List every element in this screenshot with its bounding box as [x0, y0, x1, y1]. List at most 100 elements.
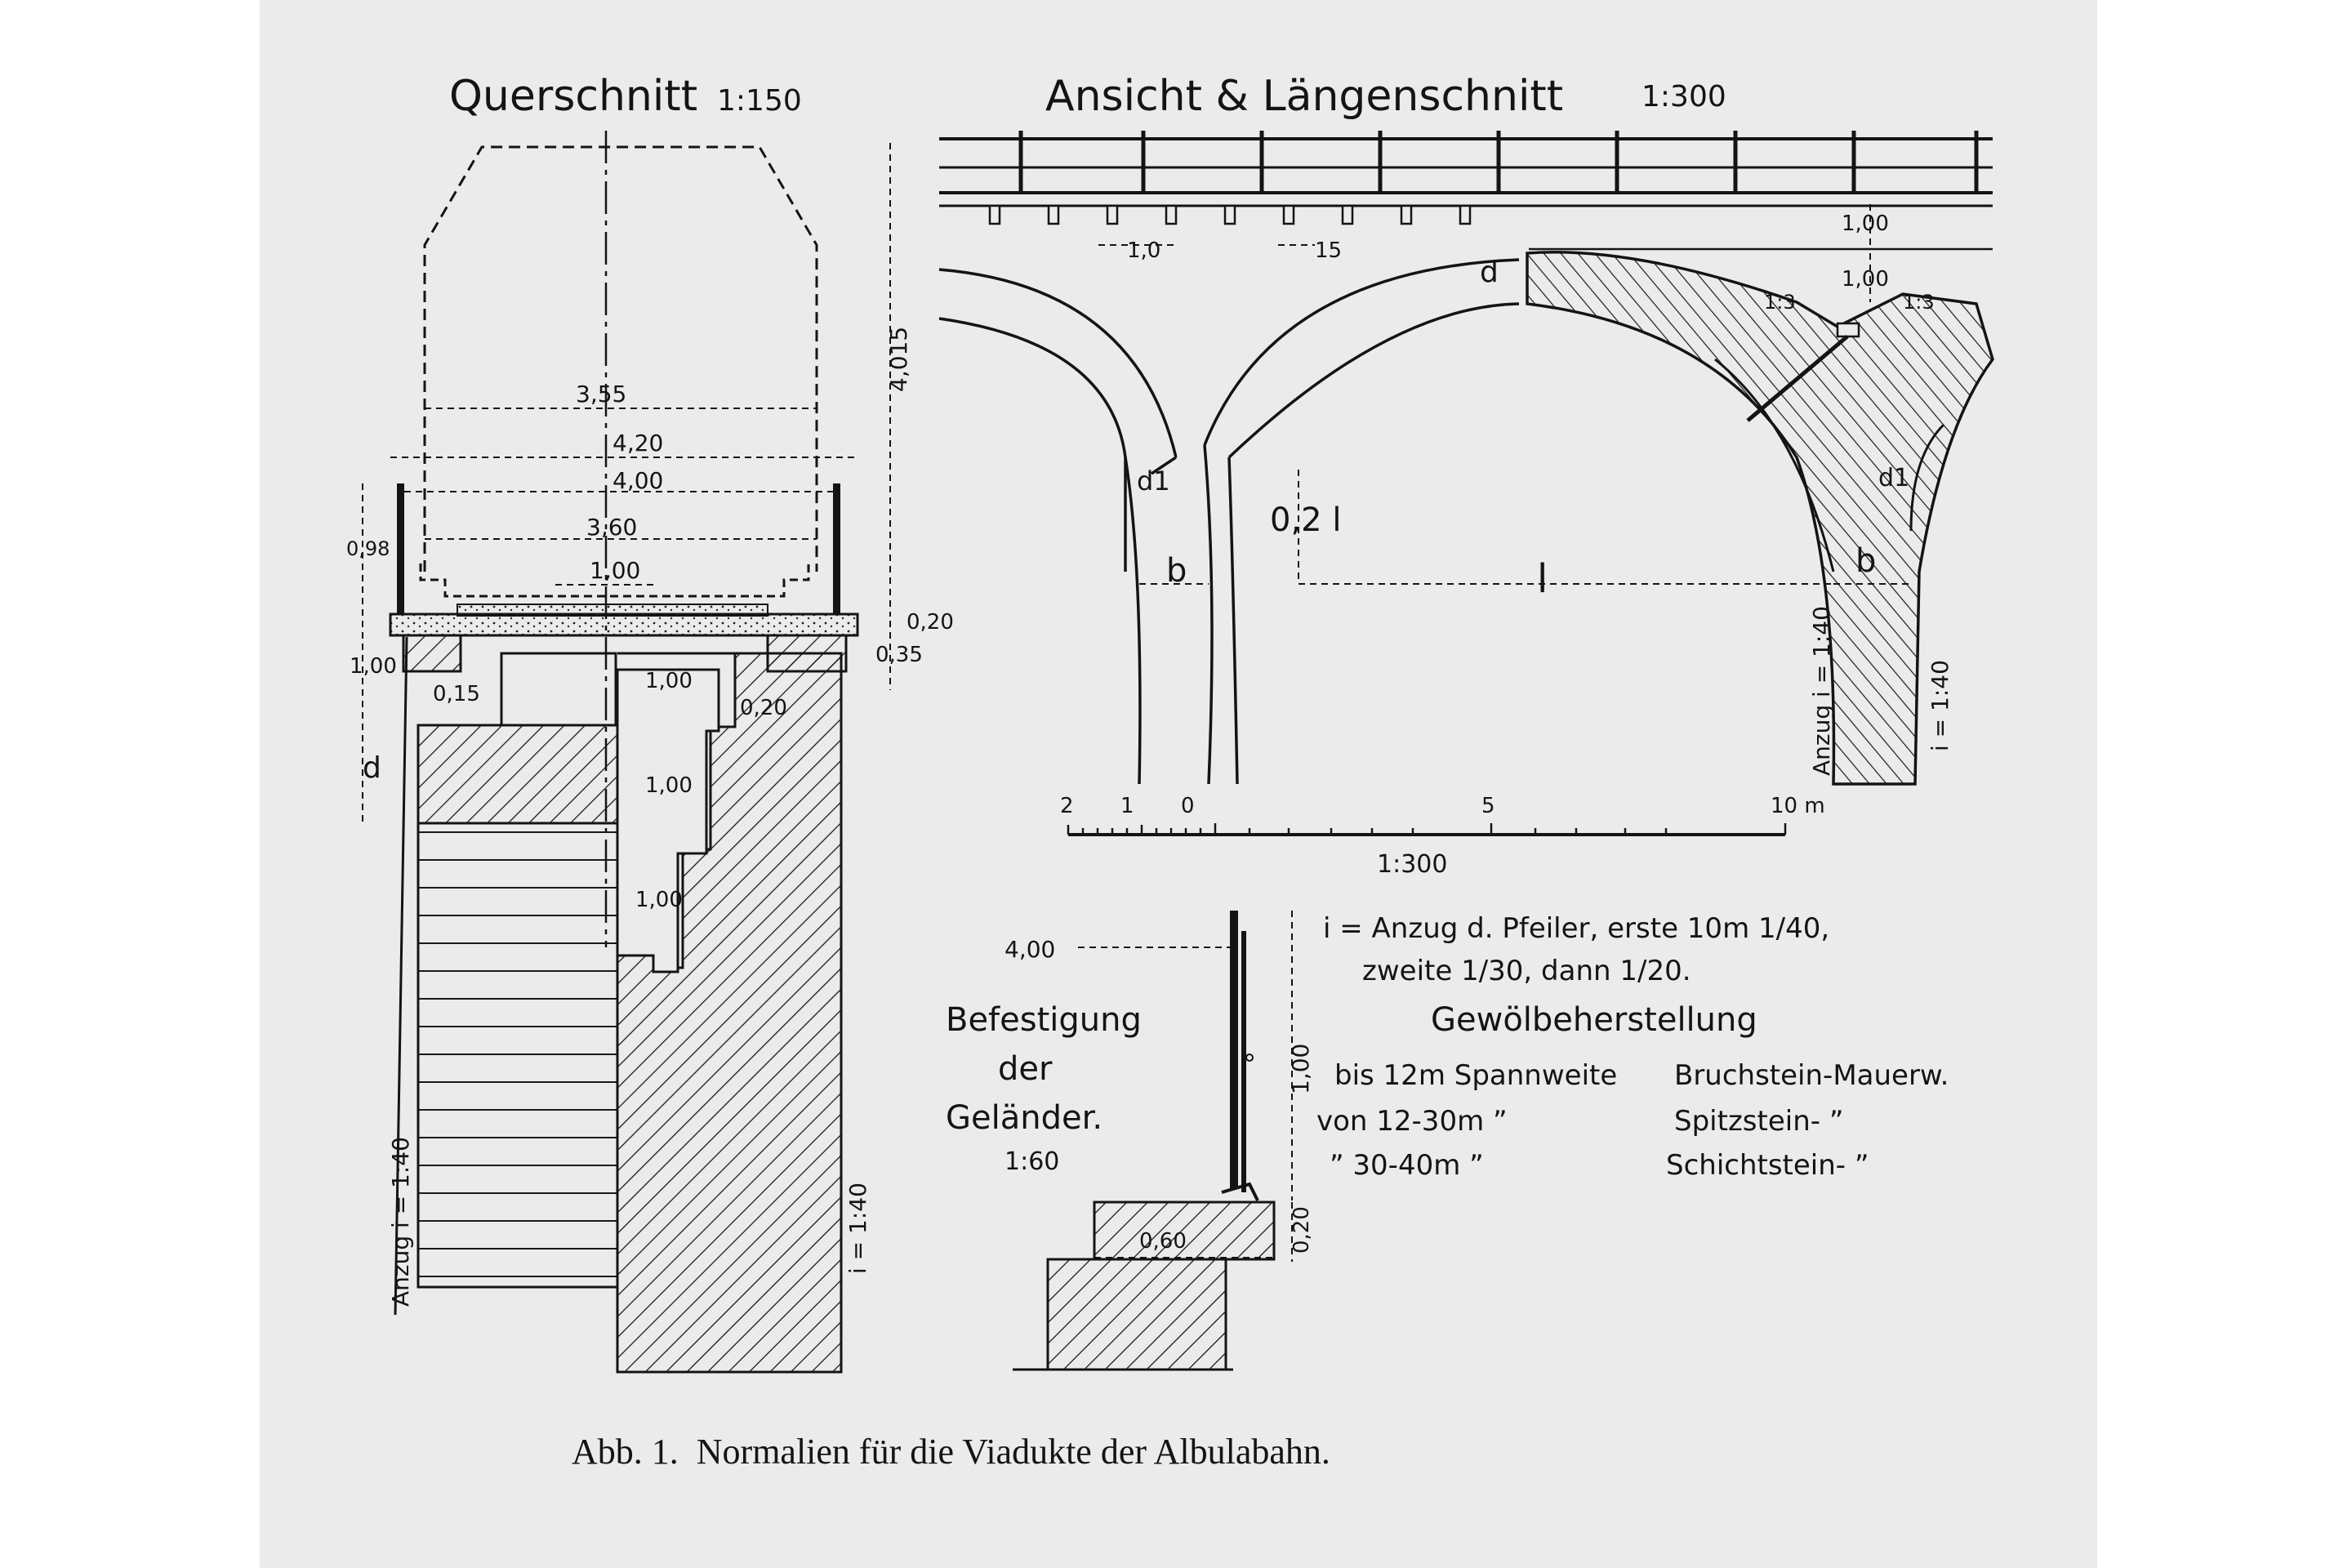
vault-row-3-material: Schichtstein- ” — [1666, 1149, 1869, 1182]
dim-rail-020: 0,20 — [1290, 1206, 1314, 1254]
dim-098: 0,98 — [346, 537, 390, 560]
vault-row-3-range: ” 30-40m ” — [1330, 1149, 1484, 1182]
dim-100c: 1,00 — [645, 773, 693, 798]
railing-scale: 1:60 — [1004, 1147, 1059, 1176]
dim-015: 0,15 — [433, 682, 480, 706]
dim-d1-left: d1 — [1137, 466, 1170, 497]
vault-row-1-range: bis 12m Spannweite — [1334, 1059, 1617, 1092]
dim-b-right: b — [1855, 542, 1876, 580]
batter-note-line-1: i = Anzug d. Pfeiler, erste 10m 1/40, — [1323, 912, 1829, 945]
railing-detail-post — [1230, 911, 1238, 1188]
arch-center-inner — [1227, 302, 1520, 785]
cross-section-title: Querschnitt — [449, 72, 697, 121]
ballast — [457, 604, 768, 617]
dim-360: 3,60 — [586, 514, 637, 541]
cross-section-dimensions — [362, 143, 891, 823]
dim-rail-060: 0,60 — [1139, 1229, 1187, 1254]
scale-tick-5: 5 — [1481, 794, 1495, 818]
railing-detail-slab — [1093, 1200, 1276, 1261]
elevation-dimensions — [1098, 204, 1911, 585]
dim-420: 4,20 — [612, 430, 663, 457]
dim-h-second: 1,00 — [1842, 267, 1889, 292]
dim-d1-right: d1 — [1878, 464, 1909, 492]
cross-section-scale: 1:150 — [717, 84, 802, 118]
scale-bar-label: 1:300 — [1377, 850, 1447, 879]
dim-d-elev: d — [1480, 256, 1499, 289]
dim-h-top: 1,00 — [1842, 212, 1889, 236]
slope-right: 1:3 — [1903, 291, 1935, 314]
dim-b-left: b — [1166, 552, 1187, 590]
railing-post-right — [833, 483, 840, 614]
dim-rise: 0,2 l — [1270, 501, 1341, 539]
railing-detail-post-inner — [1241, 931, 1246, 1192]
deck-slab — [389, 612, 859, 637]
vault-row-1-material: Bruchstein-Mauerw. — [1674, 1059, 1949, 1092]
arch-right-outer — [1714, 358, 1945, 572]
arch-right-hatched — [1526, 251, 1994, 786]
elevation-scale: 1:300 — [1642, 80, 1726, 114]
clearance-gauge-lower — [419, 564, 810, 598]
scale-tick-1: 1 — [1120, 794, 1134, 818]
scale-tick-2: 2 — [1060, 794, 1074, 818]
slope-left: 1:3 — [1764, 291, 1796, 314]
dim-400: 4,00 — [612, 467, 663, 494]
dim-100d: 1,00 — [635, 888, 683, 912]
dim-rail-100: 1,00 — [1287, 1044, 1314, 1094]
scale-bar-minor-ticks — [1067, 823, 1787, 835]
masonry-courses — [416, 822, 619, 1289]
batter-left-label: Anzug i = 1:40 — [387, 1137, 414, 1307]
railing-posts — [1018, 131, 1979, 193]
dim-post-spacing: 1,0 — [1127, 238, 1160, 263]
pier-steps — [616, 668, 720, 973]
cornice-left — [402, 634, 462, 673]
drain-pipe — [1746, 335, 1849, 422]
dim-020: 0,20 — [906, 610, 954, 635]
elevation: Ansicht & Längenschnitt 1:300 — [938, 72, 1994, 786]
dim-035: 0,35 — [875, 643, 923, 667]
railing-detail-dimensions — [1078, 911, 1293, 1262]
cross-section: Querschnitt 1:150 — [346, 72, 954, 1374]
scale-tick-0: 0 — [1181, 794, 1195, 818]
railing-detail: Befestigung der Geländer. 1:60 4,00 1,00… — [946, 911, 1314, 1371]
notes: i = Anzug d. Pfeiler, erste 10m 1/40, zw… — [1316, 912, 1949, 1182]
pier-left-edges — [1125, 457, 1176, 784]
dim-post-width: 15 — [1315, 238, 1342, 263]
dim-100b: 1,00 — [645, 669, 693, 693]
batter-mid-label: Anzug i = 1:40 — [1808, 606, 1835, 776]
dim-020b: 0,20 — [740, 696, 787, 720]
scale-bar: 2 1 0 5 10 m 1:300 — [1060, 794, 1825, 879]
figure-caption: Abb. 1. Normalien für die Viadukte der A… — [572, 1432, 1330, 1472]
dim-d: d — [363, 751, 381, 785]
arch-left — [938, 268, 1178, 572]
dim-100a: 1,00 — [350, 654, 397, 679]
dim-span: l — [1537, 556, 1548, 602]
railing-detail-bolt — [1245, 1054, 1254, 1062]
pier-batter-left — [394, 636, 408, 1316]
dim-100-top: 1,00 — [590, 557, 640, 584]
batter-right-label: i = 1:40 — [844, 1183, 871, 1274]
vault-title: Gewölbeherstellung — [1431, 1001, 1757, 1039]
railing-post-left — [397, 483, 404, 614]
drain-box — [1836, 322, 1860, 338]
dim-4015: 4,015 — [885, 327, 912, 392]
railing-title-3: Geländer. — [946, 1099, 1102, 1137]
batter-right-elev: i = 1:40 — [1927, 660, 1953, 751]
railing-title-1: Befestigung — [946, 1001, 1142, 1039]
railing-detail-pier — [1046, 1258, 1227, 1371]
dim-355: 3,55 — [576, 381, 626, 408]
railing-detail-base — [1221, 1182, 1259, 1201]
vault-row-2-material: Spitzstein- ” — [1674, 1105, 1843, 1138]
pier-center-left — [1203, 444, 1214, 785]
batter-note-line-2: zweite 1/30, dann 1/20. — [1362, 955, 1691, 987]
vault-row-2-range: von 12-30m ” — [1316, 1105, 1508, 1138]
clearance-gauge — [423, 145, 818, 572]
spandrel-hollow — [500, 652, 617, 727]
corbels — [988, 204, 1472, 225]
arch-ring-section — [416, 724, 619, 825]
elevation-title: Ansicht & Längenschnitt — [1045, 72, 1563, 121]
railing-title-2: der — [998, 1050, 1053, 1088]
scale-tick-10: 10 m — [1771, 794, 1825, 818]
dim-rail-400: 4,00 — [1004, 936, 1055, 963]
